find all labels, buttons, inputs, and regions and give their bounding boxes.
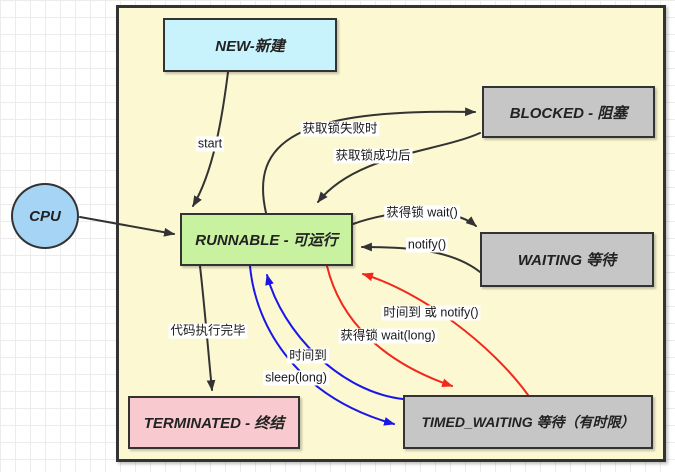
- node-runnable: RUNNABLE - 可运行: [180, 213, 353, 266]
- edge-label-start: start: [195, 136, 225, 152]
- edge-label-lock-fail: 获取锁失败时: [300, 121, 380, 137]
- node-cpu: CPU: [11, 183, 79, 249]
- edge-label-sleep-long: sleep(long): [263, 370, 329, 386]
- edge-cpu-runnable: [79, 216, 176, 237]
- edge-lock-fail: [262, 107, 477, 214]
- edge-lock-success: [317, 132, 481, 203]
- node-blocked: BLOCKED - 阻塞: [482, 86, 655, 138]
- node-waiting: WAITING 等待: [480, 232, 654, 287]
- edge-label-code-done: 代码执行完毕: [168, 323, 248, 339]
- edge-time-or-notify: [361, 272, 529, 396]
- edge-label-time-up: 时间到: [287, 348, 329, 364]
- edge-label-wait: 获得锁 wait(): [384, 205, 460, 221]
- node-terminated: TERMINATED - 终结: [128, 396, 300, 449]
- node-timed-waiting: TIMED_WAITING 等待（有时限）: [403, 395, 653, 449]
- edge-label-notify: notify(): [405, 237, 449, 253]
- edge-label-wait-long: 获得锁 wait(long): [338, 328, 438, 344]
- edge-label-time-or-notify: 时间到 或 notify(): [381, 305, 481, 321]
- edge-label-lock-success: 获取锁成功后: [333, 148, 413, 164]
- node-new: NEW-新建: [163, 18, 337, 72]
